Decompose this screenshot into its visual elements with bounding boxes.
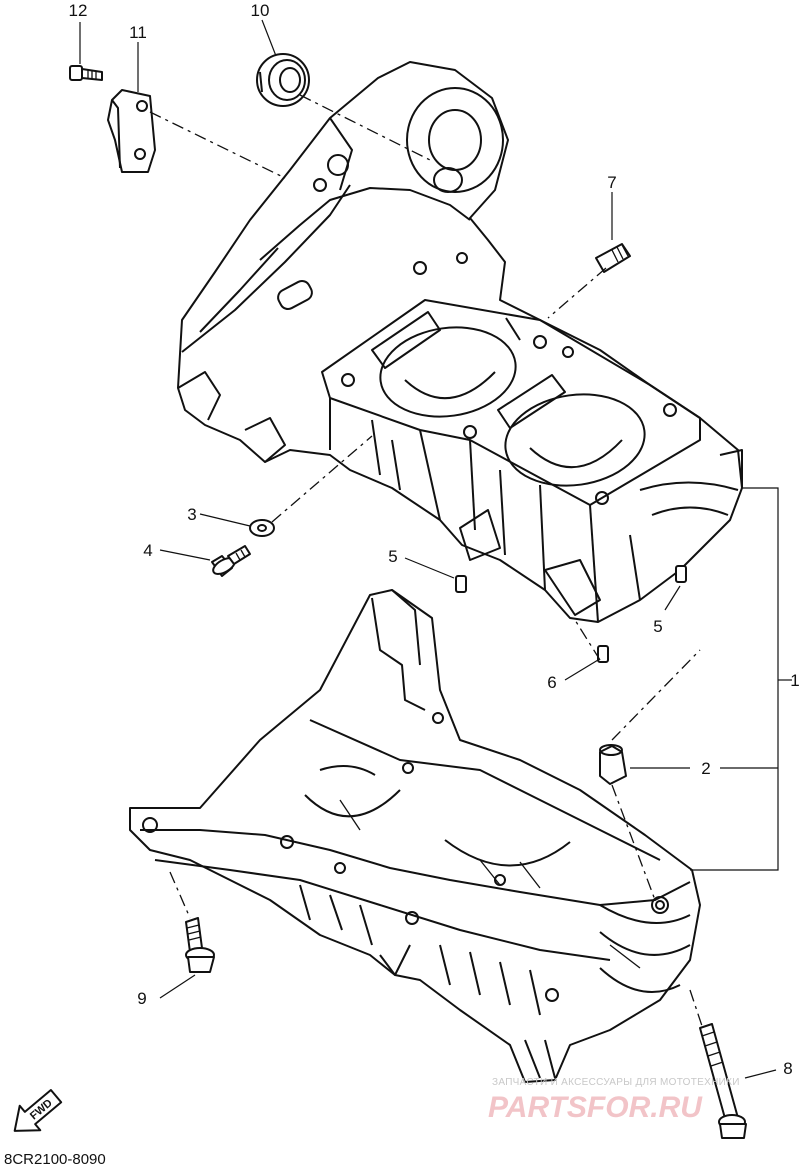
dowel-5-right (675, 565, 687, 583)
callout-8: 8 (783, 1059, 792, 1078)
callout-3: 3 (187, 505, 196, 524)
callout-2: 2 (701, 759, 710, 778)
plug-2 (599, 744, 627, 785)
assembly-lines (149, 94, 703, 1027)
callout-1: 1 (790, 671, 799, 690)
watermark-tagline: ЗАПЧАСТИ И АКСЕССУАРЫ ДЛЯ МОТОТЕХНИКИ (492, 1077, 740, 1088)
dowel-5-left (455, 575, 467, 593)
callout-6: 6 (547, 673, 556, 692)
watermark: ЗАПЧАСТИ И АКСЕССУАРЫ ДЛЯ МОТОТЕХНИКИ PA… (488, 1077, 740, 1124)
washer-3 (249, 519, 275, 537)
callout-5-right: 5 (653, 617, 662, 636)
callout-12: 12 (69, 1, 88, 20)
diagram-code: 8CR2100-8090 (4, 1151, 106, 1168)
callout-4: 4 (143, 541, 152, 560)
bolt-4 (211, 545, 251, 577)
bolt-8 (699, 1023, 747, 1139)
bracket-11 (107, 89, 156, 173)
callout-11: 11 (129, 23, 147, 42)
bolt-12 (69, 65, 103, 81)
callout-5-left: 5 (388, 547, 397, 566)
callout-labels: 12 11 10 7 3 4 5 5 6 2 1 9 8 (69, 1, 800, 1078)
callout-9: 9 (137, 989, 146, 1008)
upper-crankcase (177, 61, 743, 623)
watermark-brand: PARTSFOR.RU (488, 1091, 703, 1124)
fwd-direction-marker: FWD (13, 1089, 63, 1132)
callout-10: 10 (251, 1, 270, 20)
dowel-6 (597, 645, 609, 663)
bolt-9 (185, 917, 215, 973)
plug-7 (595, 243, 631, 273)
lower-crankcase (129, 589, 701, 1083)
bearing-10 (256, 53, 310, 107)
callout-7: 7 (607, 173, 616, 192)
leader-lines (79, 19, 792, 1079)
